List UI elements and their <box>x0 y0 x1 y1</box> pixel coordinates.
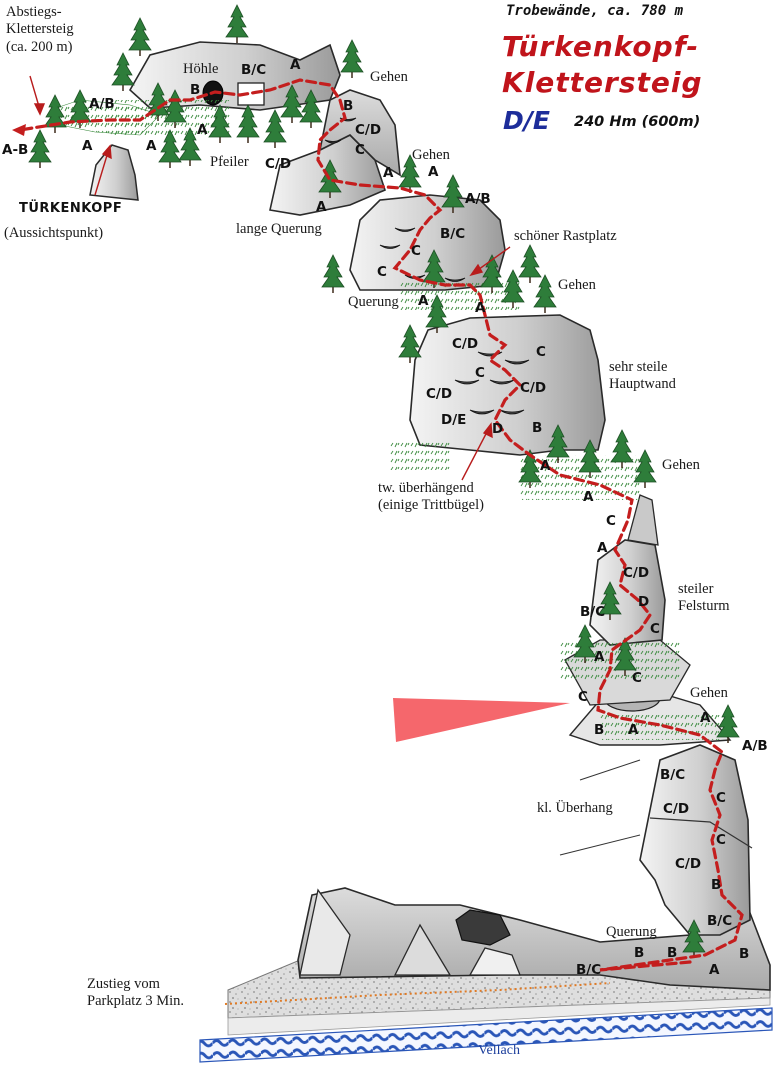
descent-label-3: (ca. 200 m) <box>6 39 73 55</box>
grade-mark: A <box>540 458 551 474</box>
grade-mark: C/D <box>355 122 382 138</box>
grade-mark: B <box>190 82 201 98</box>
difficulty-grade: D/E <box>503 106 550 135</box>
pointer-triangle <box>393 698 570 742</box>
grade-mark: C/D <box>426 386 453 402</box>
grade-mark: C <box>578 689 588 705</box>
grade-mark: A <box>146 138 157 154</box>
grade-mark: C <box>355 142 365 158</box>
grade-mark: A <box>594 649 605 665</box>
grade-mark: C/D <box>520 380 547 396</box>
grade-mark: C/D <box>452 336 479 352</box>
approach-label-1: Zustieg vom <box>87 976 160 992</box>
approach-label-2: Parkplatz 3 Min. <box>87 993 185 1009</box>
pillar-label: Pfeiler <box>210 154 249 170</box>
small-overhang-label: kl. Überhang <box>537 800 613 816</box>
tower-label-1: steiler <box>678 581 714 597</box>
grade-mark: C/D <box>265 156 292 172</box>
tuerkenkopf-peak <box>89 144 139 201</box>
grade-mark: B <box>634 945 645 961</box>
grade-mark: A <box>197 122 208 138</box>
lower-tower-rock <box>639 744 751 936</box>
grade-mark: B <box>594 722 605 738</box>
steep-wall-label-1: sehr steile <box>609 359 668 375</box>
riverbank <box>227 997 771 1036</box>
grade-mark: B/C <box>580 604 606 620</box>
overhang-label-1: tw. überhängend <box>378 480 474 496</box>
grade-mark: A/B <box>465 191 491 207</box>
grade-mark: C/D <box>623 565 650 581</box>
grade-mark: D <box>492 421 504 437</box>
grade-mark: B <box>739 946 750 962</box>
grade-mark: B <box>711 877 722 893</box>
grade-mark: A <box>709 962 720 978</box>
overhang-label-2: (einige Trittbügel) <box>378 497 484 513</box>
grade-mark: C <box>377 264 387 280</box>
grade-mark: A <box>428 164 439 180</box>
grade-mark: C <box>632 670 642 686</box>
long-traverse-label: lange Querung <box>236 221 322 237</box>
grade-mark: C/D <box>675 856 702 872</box>
grade-mark: C <box>475 365 485 381</box>
grade-mark: D <box>638 594 650 610</box>
grade-mark: B <box>532 420 543 436</box>
grade-mark: C <box>716 832 726 848</box>
walk-label-4: Gehen <box>662 457 700 473</box>
grade-mark: B/C <box>241 62 267 78</box>
grade-mark: C <box>716 790 726 806</box>
grade-mark: C <box>411 243 421 259</box>
descent-label-2: Klettersteig <box>6 21 74 37</box>
title-line-2: Klettersteig <box>502 66 703 99</box>
descent-arrowhead <box>12 124 26 136</box>
grade-mark: A <box>316 199 327 215</box>
walk-label-3: Gehen <box>558 277 596 293</box>
descent-grade: A-B <box>2 142 29 158</box>
grade-mark: A <box>597 540 608 556</box>
peak-name: TÜRKENKOPF <box>19 201 123 216</box>
approach-path <box>224 982 611 1005</box>
grade-mark: B/C <box>707 913 733 929</box>
route-line <box>18 78 744 972</box>
grade-mark: B <box>343 98 354 114</box>
grade-mark: A <box>383 165 394 181</box>
grade-mark: A/B <box>89 96 115 112</box>
grade-mark: A <box>82 138 93 154</box>
steep-wall-label-2: Hauptwand <box>609 376 676 392</box>
grade-mark: A <box>700 710 711 726</box>
walk-label-1: Gehen <box>370 69 408 85</box>
height-info: 240 Hm (600m) <box>574 114 701 130</box>
descent-label-1: Abstiegs- <box>6 4 62 20</box>
grade-mark: C <box>606 513 616 529</box>
walk-label-2: Gehen <box>412 147 450 163</box>
grade-mark: D/E <box>441 412 467 428</box>
grade-mark: B <box>667 945 678 961</box>
grade-mark: B/C <box>440 226 466 242</box>
grade-mark: B/C <box>576 962 602 978</box>
grade-mark: A <box>583 489 594 505</box>
grade-mark: A <box>475 300 486 316</box>
main-wall-rock <box>409 314 606 456</box>
walk-label-5: Gehen <box>690 685 728 701</box>
grade-mark: C <box>536 344 546 360</box>
grade-mark: C/D <box>663 801 690 817</box>
peak-note: (Aussichtspunkt) <box>4 225 104 241</box>
location-text: Trobewände, ca. 780 m <box>506 3 684 19</box>
traverse-label-2: Querung <box>606 924 657 940</box>
grade-mark: A <box>290 57 301 73</box>
grade-mark: A <box>628 722 639 738</box>
grade-mark: B/C <box>660 767 686 783</box>
traverse-label-1: Querung <box>348 294 399 310</box>
cave-label: Höhle <box>183 61 219 77</box>
title-line-1: Türkenkopf- <box>502 30 699 63</box>
vellach-river <box>199 1007 773 1063</box>
river-label: Vellach <box>478 1043 520 1058</box>
grade-mark: A <box>418 293 429 309</box>
grade-mark: C <box>650 621 660 637</box>
rest-spot-label: schöner Rastplatz <box>514 228 617 244</box>
grade-mark: A/B <box>742 738 768 754</box>
tower-label-2: Felsturm <box>678 598 730 614</box>
